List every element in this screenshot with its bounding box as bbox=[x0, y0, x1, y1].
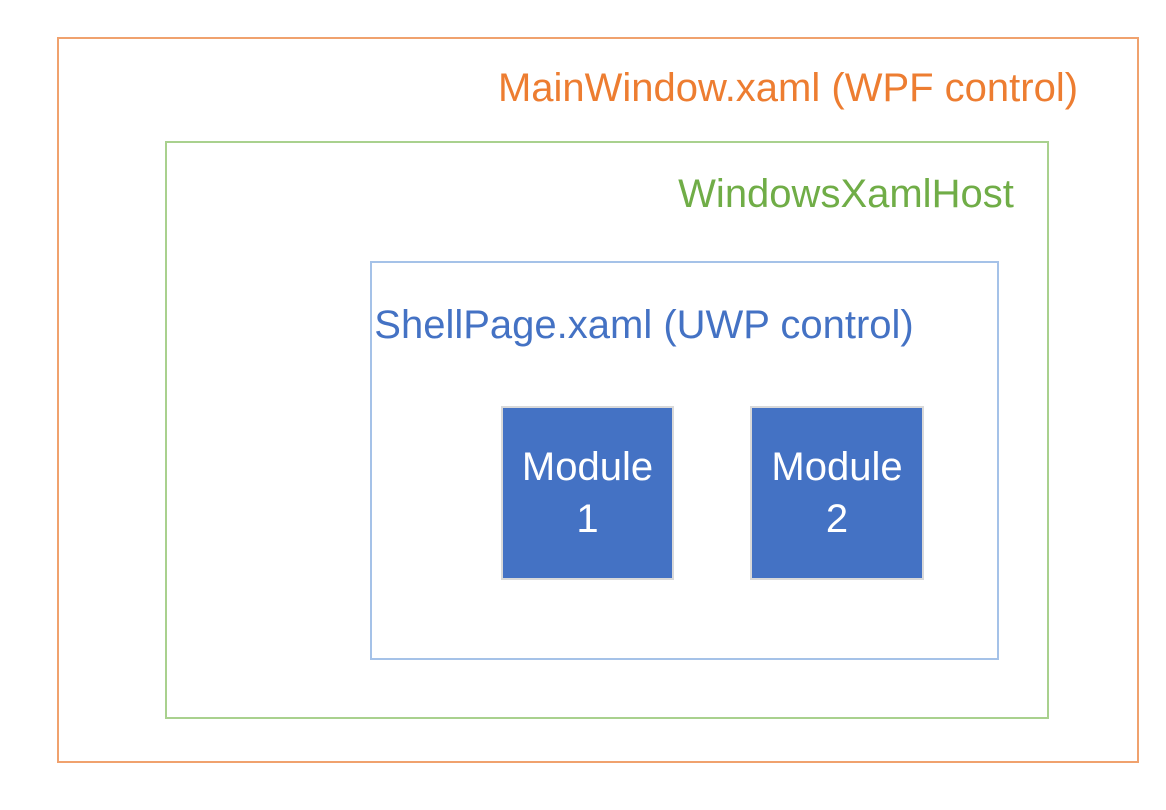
module-1-label-line1: Module bbox=[521, 445, 654, 489]
module-2-box: Module 2 bbox=[750, 406, 924, 580]
shellpage-uwp-label: ShellPage.xaml (UWP control) bbox=[374, 303, 914, 347]
module-2-label-line2: 2 bbox=[825, 497, 849, 541]
shellpage-uwp-box bbox=[370, 261, 999, 660]
mainwindow-wpf-label: MainWindow.xaml (WPF control) bbox=[497, 66, 1079, 110]
module-2-label-line1: Module bbox=[771, 445, 903, 489]
mainwindow-wpf-box bbox=[57, 37, 1139, 763]
windows-xaml-host-box bbox=[165, 141, 1049, 719]
module-1-box: Module 1 bbox=[501, 406, 674, 580]
windows-xaml-host-label: WindowsXamlHost bbox=[678, 172, 1014, 216]
module-1-label-line2: 1 bbox=[576, 497, 599, 541]
